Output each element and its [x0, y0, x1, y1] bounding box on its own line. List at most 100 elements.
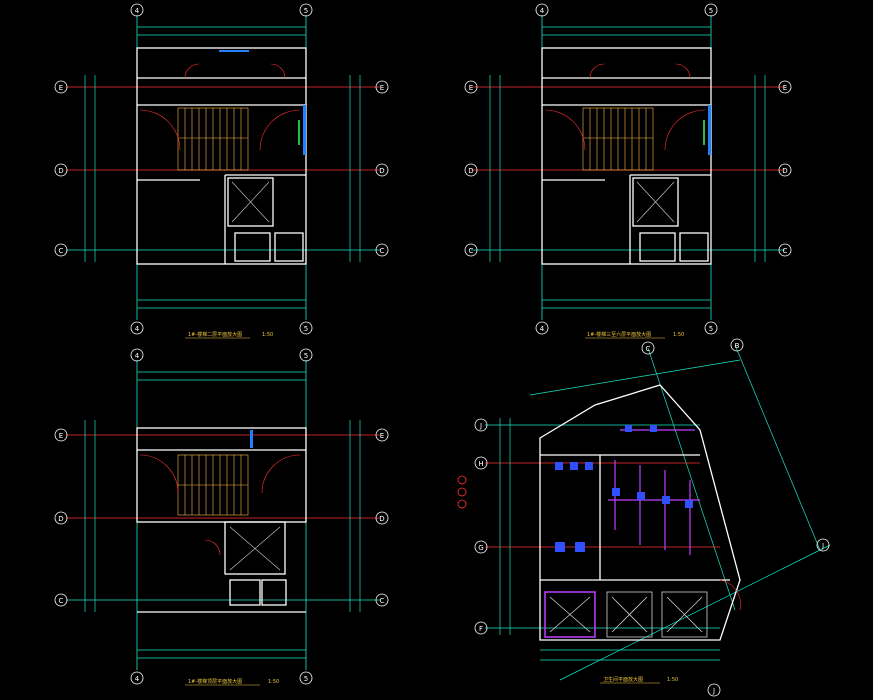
dimension-lines — [499, 418, 720, 661]
svg-text:D: D — [379, 515, 384, 523]
panel-bottom-left: 4 5 4 5 E D C E — [54, 348, 389, 686]
svg-text:D: D — [379, 167, 384, 175]
svg-text:J: J — [712, 687, 715, 695]
axis-bubble-bottom-J: J — [707, 683, 721, 697]
elevator-shafts — [544, 591, 708, 638]
axis-bubble-top-B: B — [730, 338, 744, 352]
accent-blue-bar-2 — [219, 50, 249, 52]
axis-bubble-bottom-right: 5 — [704, 321, 718, 335]
axis-bubble-top-C: C — [641, 341, 655, 355]
panel-scale: 1:50 — [268, 679, 279, 685]
axis-bubble-side-D-right: D — [778, 163, 792, 177]
svg-text:4: 4 — [540, 325, 545, 333]
panel-top-left: 4 5 4 5 E D C E — [54, 3, 389, 339]
axis-bubble-side-H: H — [474, 456, 488, 470]
panel-scale: 1:50 — [673, 332, 684, 338]
axis-bubble-side-C-left: C — [464, 243, 478, 257]
axis-bubble-bottom-left: 4 — [130, 321, 144, 335]
axis-bubble-top-left: 4 — [535, 3, 549, 17]
svg-text:4: 4 — [135, 352, 140, 360]
svg-text:D: D — [468, 167, 473, 175]
svg-text:J: J — [479, 422, 482, 430]
axis-bubble-bottom-left: 4 — [130, 671, 144, 685]
svg-text:E: E — [59, 432, 63, 440]
detail-markers — [457, 475, 467, 509]
svg-text:B: B — [735, 342, 740, 350]
svg-text:C: C — [380, 597, 385, 605]
stair-treads — [582, 107, 654, 171]
panel-title: 1#-楼梯顶层平面放大图 — [188, 678, 242, 685]
svg-text:4: 4 — [135, 325, 140, 333]
axis-bubble-side-E-left: E — [54, 80, 68, 94]
svg-text:4: 4 — [540, 7, 545, 15]
svg-text:5: 5 — [709, 325, 713, 333]
axis-bubble-side-D-right: D — [375, 163, 389, 177]
door-swings — [139, 63, 301, 151]
axis-bubble-top-right: 5 — [299, 348, 313, 362]
stair-treads — [177, 107, 249, 171]
panel-scale: 1:50 — [667, 677, 678, 683]
accent-blue-bar — [250, 430, 253, 448]
svg-text:C: C — [646, 345, 651, 353]
svg-text:D: D — [58, 167, 63, 175]
svg-text:C: C — [783, 247, 788, 255]
axis-bubble-top-left: 4 — [130, 348, 144, 362]
svg-text:5: 5 — [709, 7, 713, 15]
door-swings — [544, 63, 706, 151]
axis-bubble-side-J: J — [474, 418, 488, 432]
svg-text:E: E — [380, 432, 384, 440]
axis-bubble-right-J: J — [816, 538, 830, 552]
svg-text:D: D — [782, 167, 787, 175]
axis-bubble-top-left: 4 — [130, 3, 144, 17]
axis-bubble-side-D-left: D — [54, 511, 68, 525]
panel-scale: 1:50 — [262, 332, 273, 338]
toilet-partitions — [608, 429, 700, 555]
axis-bubble-side-C-right: C — [375, 243, 389, 257]
svg-text:C: C — [380, 247, 385, 255]
axis-bubble-side-D-left: D — [54, 163, 68, 177]
axis-bubble-side-C-right: C — [778, 243, 792, 257]
door-swings — [139, 454, 301, 556]
axis-bubble-side-E-right: E — [375, 428, 389, 442]
axis-bubble-side-E-left: E — [54, 428, 68, 442]
accent-blue-bar — [708, 105, 711, 155]
axis-bubble-side-D-left: D — [464, 163, 478, 177]
axis-bubble-side-G: G — [474, 540, 488, 554]
svg-text:4: 4 — [135, 7, 140, 15]
svg-text:5: 5 — [304, 352, 308, 360]
svg-text:E: E — [469, 84, 473, 92]
walls — [539, 384, 741, 641]
svg-text:E: E — [380, 84, 384, 92]
svg-text:C: C — [59, 247, 64, 255]
panel-title: 1#-楼梯三至六层平面放大图 — [587, 331, 651, 338]
svg-text:H: H — [478, 460, 483, 468]
svg-text:C: C — [469, 247, 474, 255]
svg-text:5: 5 — [304, 325, 308, 333]
axis-bubble-side-E-left: E — [464, 80, 478, 94]
panel-title: 1#-楼梯二层平面放大图 — [188, 331, 242, 338]
elevator-shaft — [231, 181, 270, 223]
svg-text:F: F — [479, 625, 483, 633]
svg-text:5: 5 — [304, 7, 308, 15]
elevator-shaft — [636, 181, 675, 223]
axis-bubble-side-D-right: D — [375, 511, 389, 525]
elevator-shaft — [229, 526, 281, 571]
stair-treads — [177, 454, 249, 516]
dimension-lines — [489, 26, 766, 309]
walls — [136, 427, 307, 613]
axis-bubble-side-C-right: C — [375, 593, 389, 607]
door-swing-corner — [719, 579, 741, 611]
svg-text:E: E — [783, 84, 787, 92]
panel-title: 卫生间平面放大图 — [603, 676, 643, 683]
svg-text:E: E — [59, 84, 63, 92]
axis-bubble-side-F: F — [474, 621, 488, 635]
dimension-lines — [84, 371, 361, 659]
svg-text:5: 5 — [304, 675, 308, 683]
axis-bubble-bottom-right: 5 — [299, 671, 313, 685]
axis-bubble-top-right: 5 — [299, 3, 313, 17]
axis-bubble-side-E-right: E — [375, 80, 389, 94]
svg-text:C: C — [59, 597, 64, 605]
axis-bubble-top-right: 5 — [704, 3, 718, 17]
svg-text:G: G — [478, 544, 483, 552]
svg-text:J: J — [821, 542, 824, 550]
